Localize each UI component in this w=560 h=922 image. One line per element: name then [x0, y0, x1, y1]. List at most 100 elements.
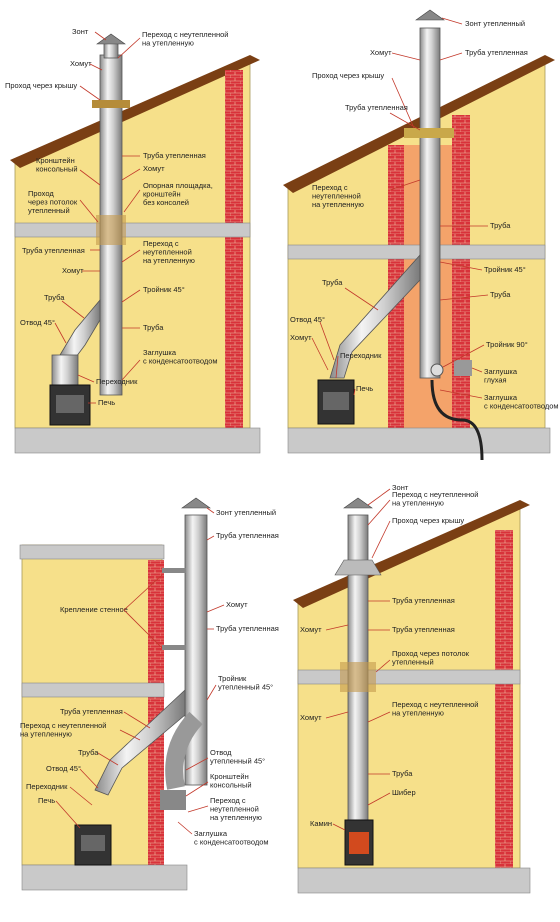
text-line: неутепленной	[312, 192, 361, 201]
cone-cap	[96, 33, 126, 45]
leader-line	[117, 37, 141, 59]
text-line: утепленный 45°	[210, 757, 265, 766]
leader-line	[119, 729, 141, 741]
leader-line	[185, 757, 209, 771]
leader-line	[94, 31, 107, 41]
label-prohod-krysha: Проход через крышу	[312, 71, 384, 80]
diagram-3: Зонт утепленный Труба утепленная Креплен…	[19, 497, 279, 891]
text-line: через потолок	[28, 198, 78, 207]
diagonal-pipe	[329, 253, 421, 379]
roof	[10, 55, 260, 168]
ceiling-passage	[96, 215, 126, 245]
leader-line	[439, 389, 483, 399]
text-line: с конденсатоотводом	[194, 838, 269, 847]
leader-line	[121, 249, 141, 263]
leader-line	[89, 63, 103, 71]
chimney-pipe	[419, 27, 441, 379]
leader-line	[79, 85, 101, 101]
text-line: Переход с неутепленной	[392, 490, 478, 499]
text-line: Переход с неутепленной	[142, 30, 228, 39]
label-zont: Зонт	[72, 27, 89, 36]
text-line: с конденсатоотводом	[484, 402, 559, 411]
leader-line	[206, 684, 217, 701]
label-zont: Зонт утепленный	[216, 508, 276, 517]
text-line: Проход через потолок	[392, 649, 470, 658]
text-line: Переход с неутепленной	[392, 700, 478, 709]
label-homut: Хомут	[370, 48, 392, 57]
leader-line	[123, 574, 163, 611]
text-line: Переход с	[312, 183, 348, 192]
leader-line	[311, 337, 329, 371]
drain-hose	[430, 379, 484, 461]
leader-line	[206, 604, 225, 613]
label-truba-r2: Труба	[490, 290, 511, 299]
label-truba-right: Труба	[143, 323, 164, 332]
text-line: на утепленную	[392, 709, 444, 718]
leader-line	[325, 624, 349, 631]
text-line: с конденсатоотводом	[143, 357, 218, 366]
leader-line	[61, 300, 85, 319]
leader-line	[325, 711, 349, 719]
stove-door	[323, 392, 349, 410]
text-line: неутепленной	[210, 805, 259, 814]
text-line: кронштейн	[143, 190, 181, 199]
text-line: на утепленную	[20, 730, 72, 739]
floor-slab	[287, 427, 551, 454]
leader-line	[121, 168, 141, 181]
label-homut: Хомут	[226, 600, 248, 609]
label-otvod45: Отвод 45°	[46, 764, 81, 773]
label-homut-left: Хомут	[290, 333, 312, 342]
fireplace-fire	[349, 832, 369, 854]
ceiling-slab	[14, 222, 251, 238]
text-line: Отвод	[210, 748, 232, 757]
label-homut2: Хомут	[300, 713, 322, 722]
roof-slab	[19, 544, 165, 560]
stove-door	[56, 395, 84, 413]
leader-line	[371, 520, 391, 559]
wall-bracket	[162, 645, 186, 650]
ceiling-slab	[287, 244, 546, 260]
label-truba: Труба	[78, 748, 99, 757]
text-line: Переход с	[143, 239, 179, 248]
floor-slab	[21, 864, 188, 891]
brick-right	[452, 115, 470, 428]
brick-wall	[148, 560, 164, 865]
wall-bracket	[162, 568, 186, 573]
leader-line	[375, 659, 391, 673]
leader-line	[177, 821, 193, 835]
leader-line	[79, 199, 99, 223]
leader-line	[97, 752, 119, 766]
text-line: без консолей	[143, 198, 189, 207]
text-line: утепленный	[28, 206, 70, 215]
label-truba-utepl-top: Труба утепленная	[465, 48, 528, 57]
label-perehodniki: Переходник	[26, 782, 68, 791]
text-line: Проход	[28, 189, 54, 198]
stove-door	[81, 835, 105, 851]
label-otvod45: Отвод 45°	[290, 315, 325, 324]
brick-wall	[225, 70, 243, 430]
roof-passage	[92, 100, 130, 108]
text-line: утепленный 45°	[218, 683, 273, 692]
label-homut-mid: Хомут	[143, 164, 165, 173]
leader-line	[55, 800, 81, 829]
text-line: на утепленную	[392, 499, 444, 508]
leader-line	[79, 169, 101, 186]
label-troinik90: Тройник 90°	[486, 340, 528, 349]
label-truba-utepl: Труба утепленная	[143, 151, 206, 160]
label-truba-r1: Труба	[490, 221, 511, 230]
label-truba-utepl1: Труба утепленная	[392, 596, 455, 605]
label-truba-left: Труба	[322, 278, 343, 287]
label-troinik45: Тройник 45°	[143, 285, 185, 294]
label-homut-top: Хомут	[70, 59, 92, 68]
leader-line	[332, 823, 346, 831]
roof-passage	[404, 128, 454, 138]
leader-line	[54, 322, 67, 344]
leader-line	[441, 17, 463, 25]
label-truba-utepl-low: Труба утепленная	[22, 246, 85, 255]
